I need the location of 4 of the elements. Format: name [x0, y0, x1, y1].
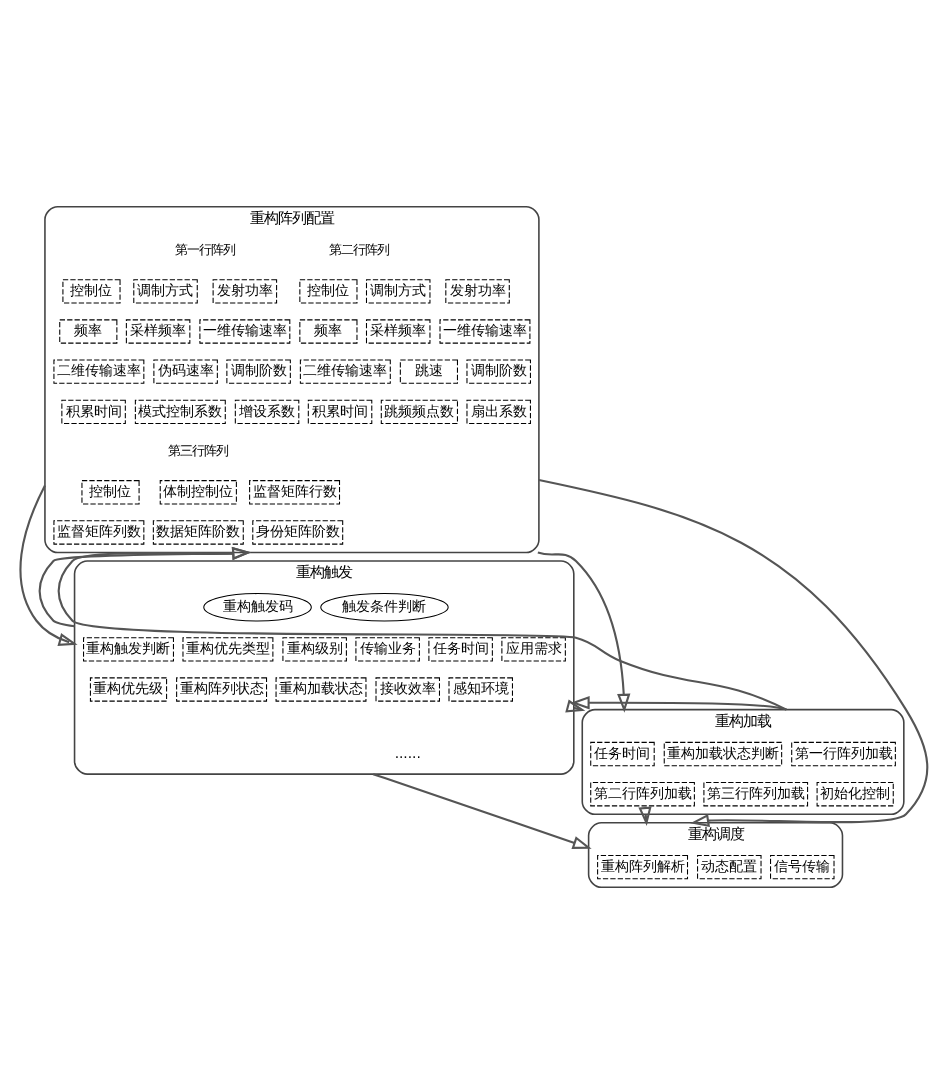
arrow [19, 483, 78, 645]
arrow [538, 477, 929, 827]
arrow [38, 545, 252, 627]
arrow [372, 772, 592, 848]
